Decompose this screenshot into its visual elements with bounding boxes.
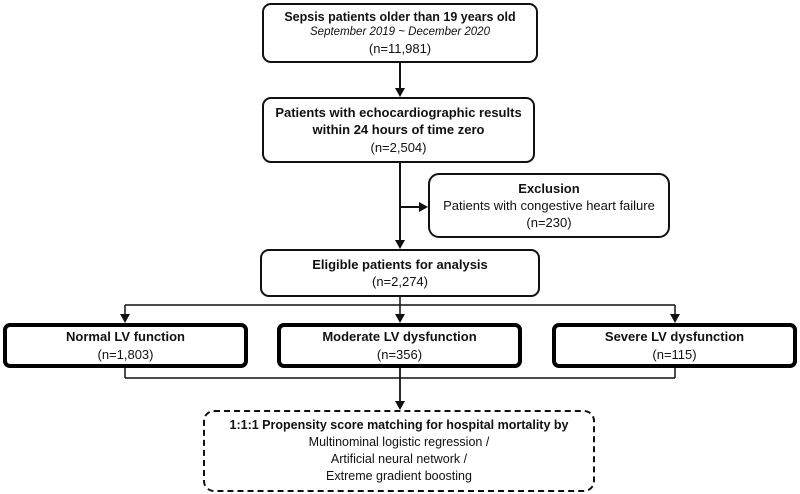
node-count: (n=2,274) <box>371 274 428 289</box>
node-title: 1:1:1 Propensity score matching for hosp… <box>229 418 569 433</box>
node-title: Moderate LV dysfunction <box>322 329 477 345</box>
node-count: (n=230) <box>526 215 572 231</box>
node-title: Normal LV function <box>66 329 185 345</box>
node-count: (n=356) <box>376 346 423 362</box>
node-count: (n=115) <box>652 346 697 362</box>
matching-method: Multinominal logistic regression / <box>308 435 490 450</box>
node-severe-lv-dysfunction: Severe LV dysfunction (n=115) <box>552 323 797 368</box>
node-exclusion: Exclusion Patients with congestive heart… <box>428 173 670 238</box>
node-title: Eligible patients for analysis <box>312 256 488 272</box>
matching-method: Extreme gradient boosting <box>326 468 472 483</box>
node-echo-results: Patients with echocardiographic results … <box>262 97 535 163</box>
arrow-to-exclusion <box>400 202 428 212</box>
node-sepsis-patients: Sepsis patients older than 19 years old … <box>262 3 538 63</box>
node-period: September 2019 ~ December 2020 <box>310 26 490 39</box>
node-eligible-patients: Eligible patients for analysis (n=2,274) <box>260 249 540 297</box>
node-title: Severe LV dysfunction <box>604 329 745 345</box>
node-title: Exclusion <box>518 180 580 196</box>
node-propensity-matching: 1:1:1 Propensity score matching for hosp… <box>203 410 595 492</box>
node-count: (n=1,803) <box>97 346 154 362</box>
node-normal-lv-function: Normal LV function (n=1,803) <box>3 323 248 368</box>
matching-method: Artificial neural network / <box>330 452 468 466</box>
arrow-sepsis-to-echo <box>395 63 405 97</box>
node-subtitle: Patients with congestive heart failure <box>443 197 655 213</box>
merge-connector <box>124 368 676 410</box>
node-count: (n=11,981) <box>368 41 432 57</box>
node-moderate-lv-dysfunction: Moderate LV dysfunction (n=356) <box>277 323 522 368</box>
node-count: (n=2,504) <box>370 139 427 155</box>
node-title: Patients with echocardiographic results … <box>275 105 522 138</box>
node-title: Sepsis patients older than 19 years old <box>284 9 516 24</box>
split-connector <box>120 297 680 323</box>
arrow-echo-to-eligible <box>395 163 405 249</box>
